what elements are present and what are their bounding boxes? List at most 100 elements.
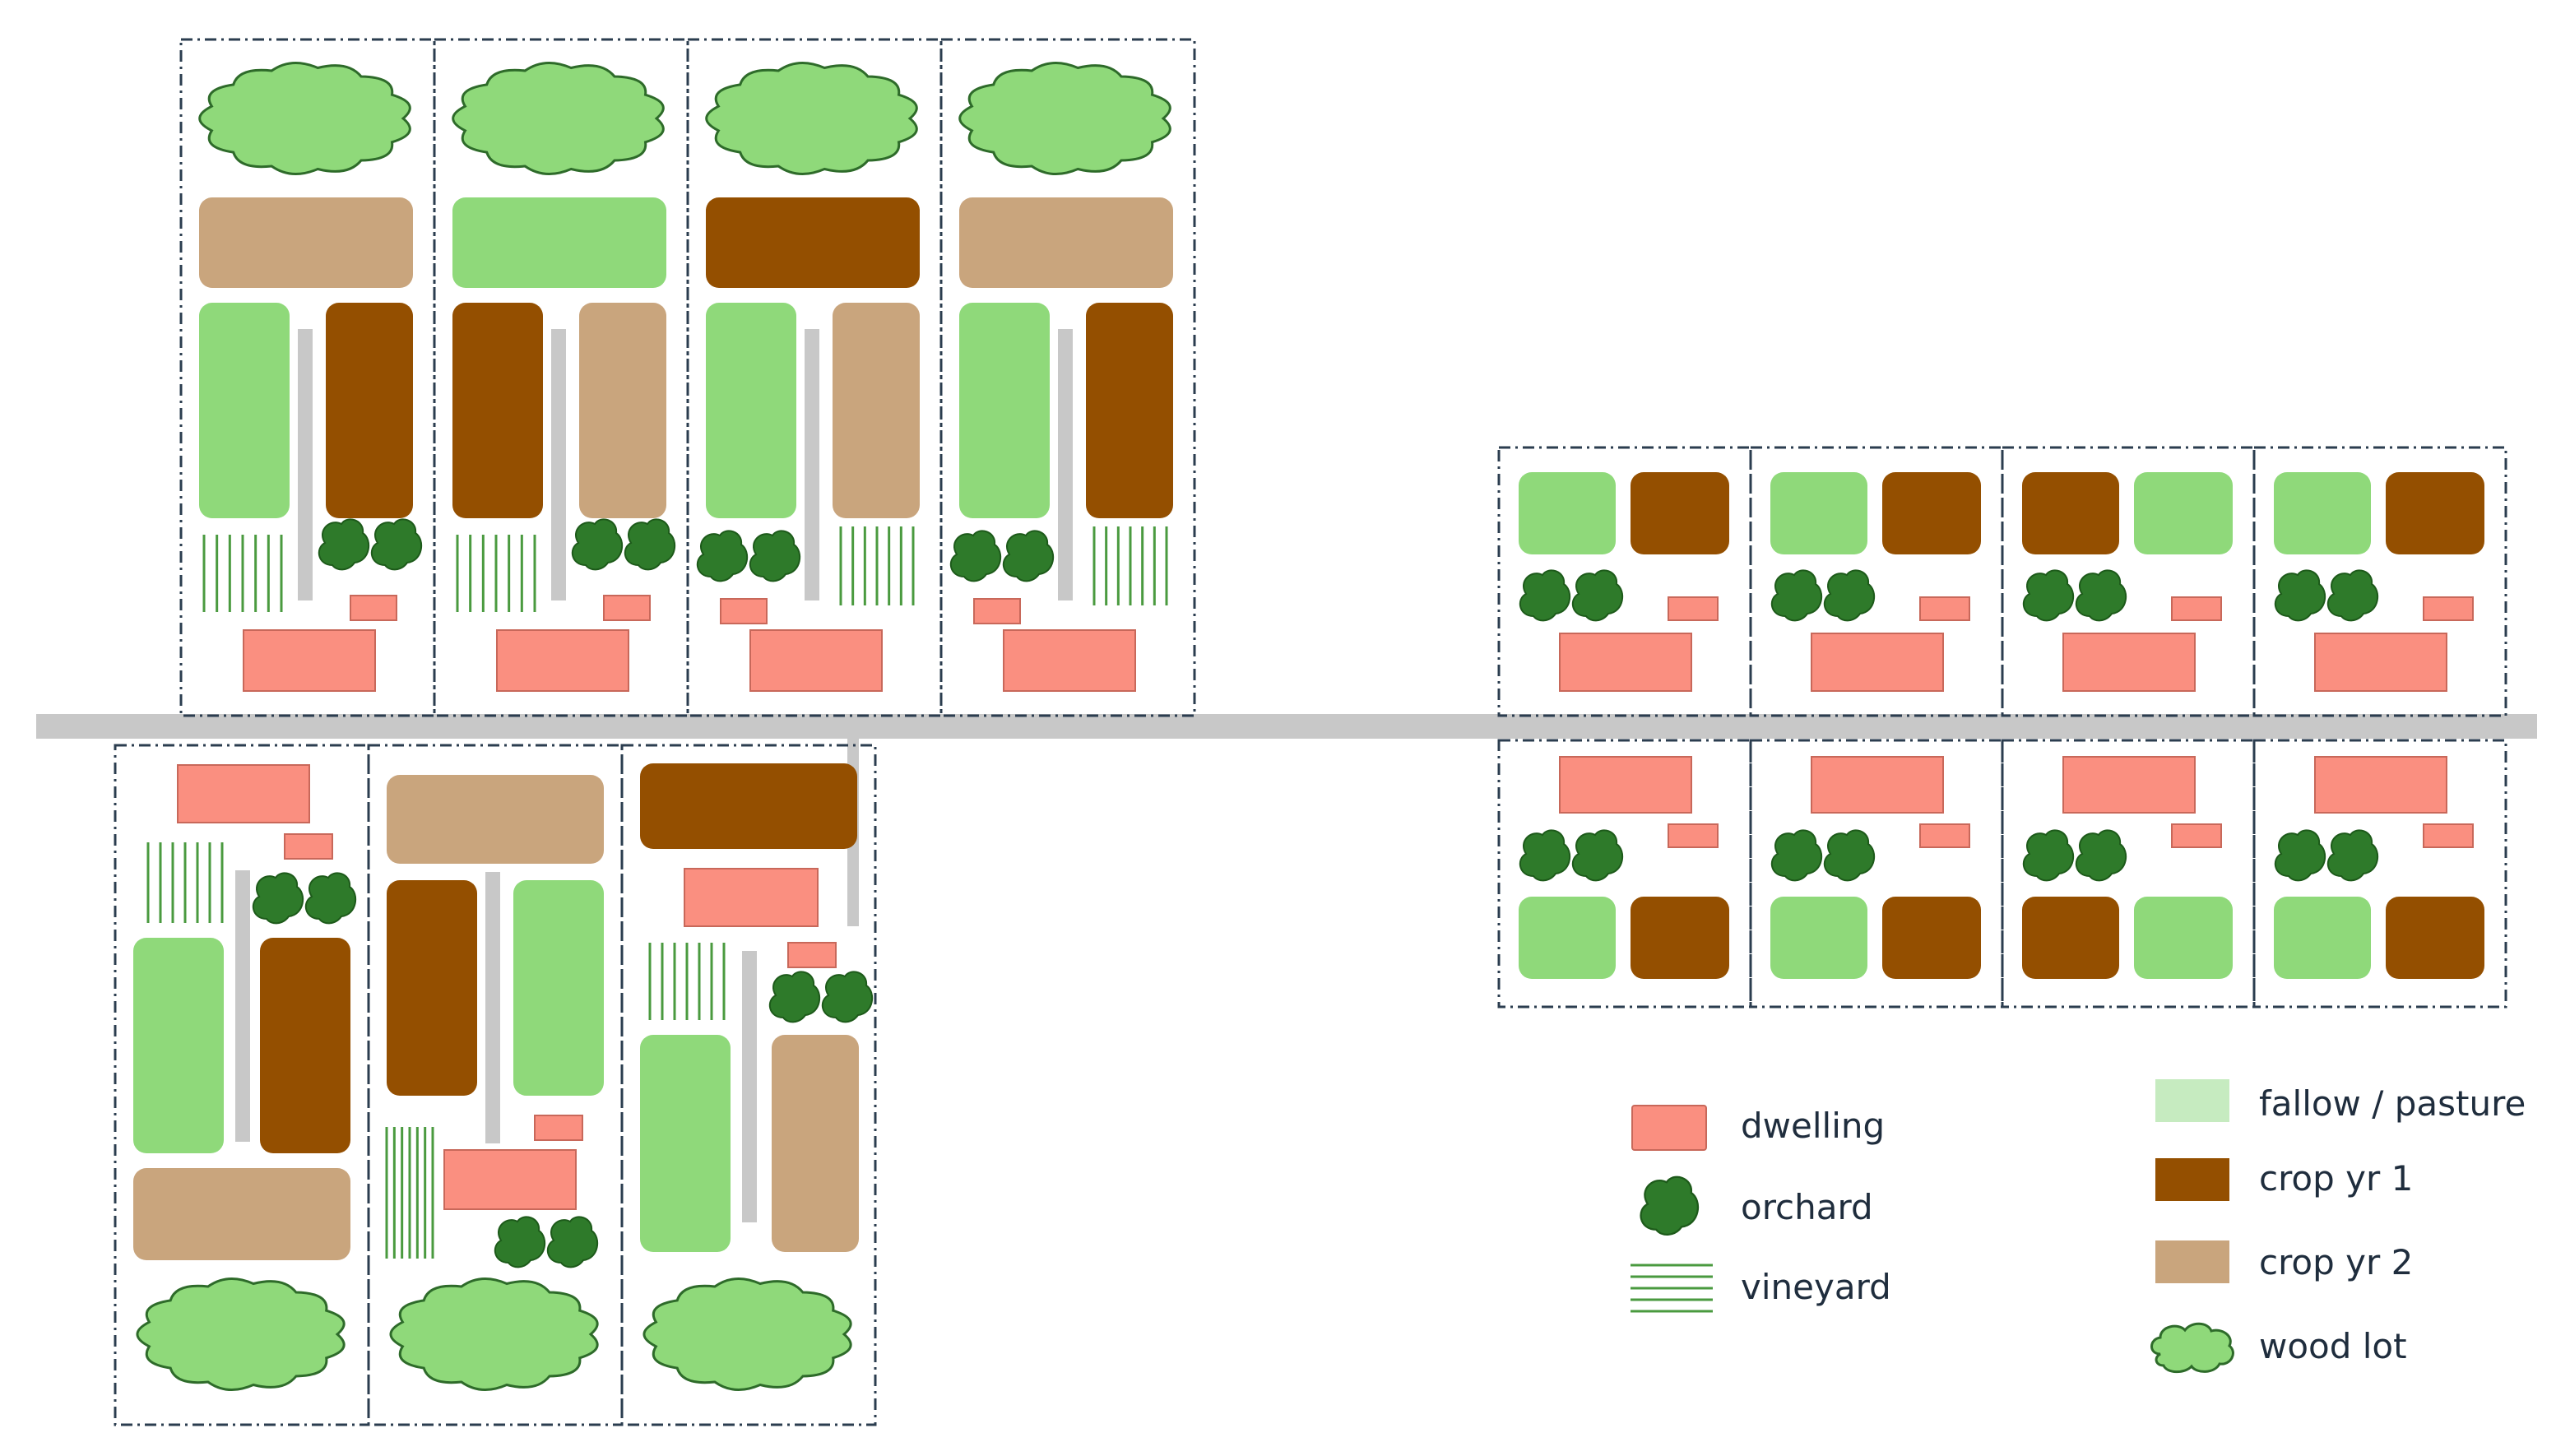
- north-long-lot-1-wood-lot: [198, 62, 411, 175]
- north-long-lot-4-outbuilding: [973, 598, 1021, 624]
- north-long-lot-4-dwelling: [1003, 629, 1136, 692]
- south-small-lot-3-right-field: [2134, 897, 2233, 979]
- south-long-lot-2-orchard-tree-2: [546, 1216, 599, 1268]
- north-long-lot-1-top-field: [199, 197, 413, 288]
- north-small-lot-4-left-field: [2274, 472, 2371, 554]
- north-small-lot-3-boundary: [2001, 446, 2256, 717]
- south-long-lot-2-boundary: [367, 744, 624, 1426]
- south-long-lot-1-right-field: [260, 938, 350, 1153]
- north-long-lot-1-right-field: [326, 303, 413, 518]
- south-small-lot-3-dwelling: [2062, 756, 2196, 814]
- south-long-lot-3-dwelling: [684, 868, 819, 927]
- north-small-lot-1-left-field: [1519, 472, 1616, 554]
- south-small-lot-4-orchard-tree-1: [2274, 829, 2326, 882]
- north-long-lot-2-right-field: [579, 303, 666, 518]
- legend-vineyard-swatch: [1631, 1264, 1713, 1313]
- north-long-lot-2-dwelling: [496, 629, 629, 692]
- south-long-lot-3-orchard-tree-1: [768, 971, 821, 1023]
- south-small-lot-2-outbuilding: [1919, 823, 1970, 848]
- south-small-lot-2-orchard-tree-2: [1823, 829, 1876, 882]
- south-long-lot-2-left-field: [387, 880, 477, 1096]
- north-small-lot-1-orchard-tree-2: [1571, 569, 1624, 622]
- legend-orchard-label: orchard: [1741, 1187, 1873, 1227]
- north-small-lot-4-outbuilding: [2423, 596, 2474, 621]
- north-long-lot-3-orchard-tree-1: [696, 530, 749, 582]
- south-long-lot-3-right-field: [772, 1035, 859, 1252]
- legend-orchard-swatch: [1640, 1175, 1700, 1236]
- south-small-lot-3-outbuilding: [2171, 823, 2222, 848]
- south-small-lot-2-dwelling: [1811, 756, 1944, 814]
- south-long-lot-2-farm-lane: [485, 872, 500, 1143]
- legend-crop-yr-1-label: crop yr 1: [2259, 1158, 2413, 1199]
- south-small-lot-3-orchard-tree-1: [2022, 829, 2075, 882]
- legend-fallow-pasture-swatch: [2155, 1079, 2229, 1122]
- south-small-lot-1-orchard-tree-2: [1571, 829, 1624, 882]
- south-small-lot-4-right-field: [2386, 897, 2484, 979]
- north-long-lot-1-orchard-tree-2: [370, 518, 423, 571]
- north-small-lot-2-right-field: [1882, 472, 1981, 554]
- legend-crop-yr-2-swatch: [2155, 1240, 2229, 1283]
- north-small-lot-1-right-field: [1631, 472, 1729, 554]
- south-long-lot-1-boundary: [114, 744, 370, 1426]
- south-long-lot-2-wood-lot: [389, 1277, 599, 1391]
- north-long-lot-4-top-field: [959, 197, 1173, 288]
- north-small-lot-3-orchard-tree-1: [2022, 569, 2075, 622]
- north-small-lot-2-orchard-tree-2: [1823, 569, 1876, 622]
- north-small-lot-4-boundary: [2252, 446, 2507, 717]
- north-long-lot-1-left-field: [199, 303, 290, 518]
- north-long-lot-1-dwelling: [243, 629, 376, 692]
- legend-dwelling-label: dwelling: [1741, 1106, 1885, 1146]
- south-long-lot-3-wood-lot: [642, 1277, 852, 1391]
- north-long-lot-3-right-field: [833, 303, 920, 518]
- south-small-lot-3-left-field: [2022, 897, 2119, 979]
- south-small-lot-2-boundary: [1749, 739, 2004, 1009]
- south-long-lot-1-wood-lot: [136, 1277, 346, 1391]
- north-small-lot-2-outbuilding: [1919, 596, 1970, 621]
- north-long-lot-1-orchard-tree-1: [318, 518, 370, 571]
- north-small-lot-1-orchard-tree-1: [1519, 569, 1571, 622]
- south-small-lot-1-outbuilding: [1668, 823, 1719, 848]
- north-long-lot-2-vineyard: [456, 535, 536, 612]
- south-long-lot-2-right-field: [513, 880, 604, 1096]
- south-small-lot-2-orchard-tree-1: [1770, 829, 1823, 882]
- legend: dwelling orchard vineyard fallow / pastu…: [1631, 1079, 2526, 1374]
- south-long-lot-3-top-field: [640, 763, 857, 849]
- south-small-lot-1-orchard-tree-1: [1519, 829, 1571, 882]
- north-long-lot-3-wood-lot: [705, 62, 918, 175]
- south-long-lot-3-vineyard: [648, 943, 726, 1020]
- south-small-lot-4-orchard-tree-2: [2326, 829, 2379, 882]
- south-long-lot-1-dwelling: [177, 764, 310, 823]
- south-long-lot-1-outbuilding: [284, 833, 333, 860]
- north-long-lot-2-orchard-tree-1: [571, 518, 624, 571]
- south-small-lot-4-dwelling: [2314, 756, 2447, 814]
- north-long-lot-2-top-field: [452, 197, 666, 288]
- north-small-lot-3-right-field: [2134, 472, 2233, 554]
- north-long-lot-3-left-field: [706, 303, 796, 518]
- south-long-lot-2-orchard-tree-1: [494, 1216, 546, 1268]
- legend-crop-yr-2-label: crop yr 2: [2259, 1242, 2413, 1282]
- south-long-lot-1-orchard-tree-1: [252, 872, 304, 925]
- north-long-lot-2-outbuilding: [603, 595, 651, 621]
- north-small-lot-1-boundary: [1497, 446, 1752, 717]
- north-long-lot-3-farm-lane: [805, 329, 819, 600]
- south-long-lot-1-orchard-tree-2: [304, 872, 357, 925]
- south-small-lot-4-left-field: [2274, 897, 2371, 979]
- south-small-lot-1-left-field: [1519, 897, 1616, 979]
- north-long-lot-4-right-field: [1086, 303, 1173, 518]
- south-long-lot-3-outbuilding: [787, 942, 837, 968]
- north-long-lot-4-vineyard: [1092, 526, 1168, 605]
- south-small-lot-3-orchard-tree-2: [2075, 829, 2127, 882]
- north-long-lot-4-wood-lot: [958, 62, 1171, 175]
- lots-layer: [114, 38, 2507, 1426]
- north-small-lot-4-right-field: [2386, 472, 2484, 554]
- north-small-lot-4-dwelling: [2314, 633, 2447, 692]
- north-long-lot-3-top-field: [706, 197, 920, 288]
- south-small-lot-2-right-field: [1882, 897, 1981, 979]
- north-small-lot-2-orchard-tree-1: [1770, 569, 1823, 622]
- north-small-lot-4-orchard-tree-2: [2326, 569, 2379, 622]
- south-small-lot-4-boundary: [2252, 739, 2507, 1009]
- south-long-lot-1-left-field: [133, 938, 224, 1153]
- north-small-lot-3-outbuilding: [2171, 596, 2222, 621]
- north-small-lot-3-dwelling: [2062, 633, 2196, 692]
